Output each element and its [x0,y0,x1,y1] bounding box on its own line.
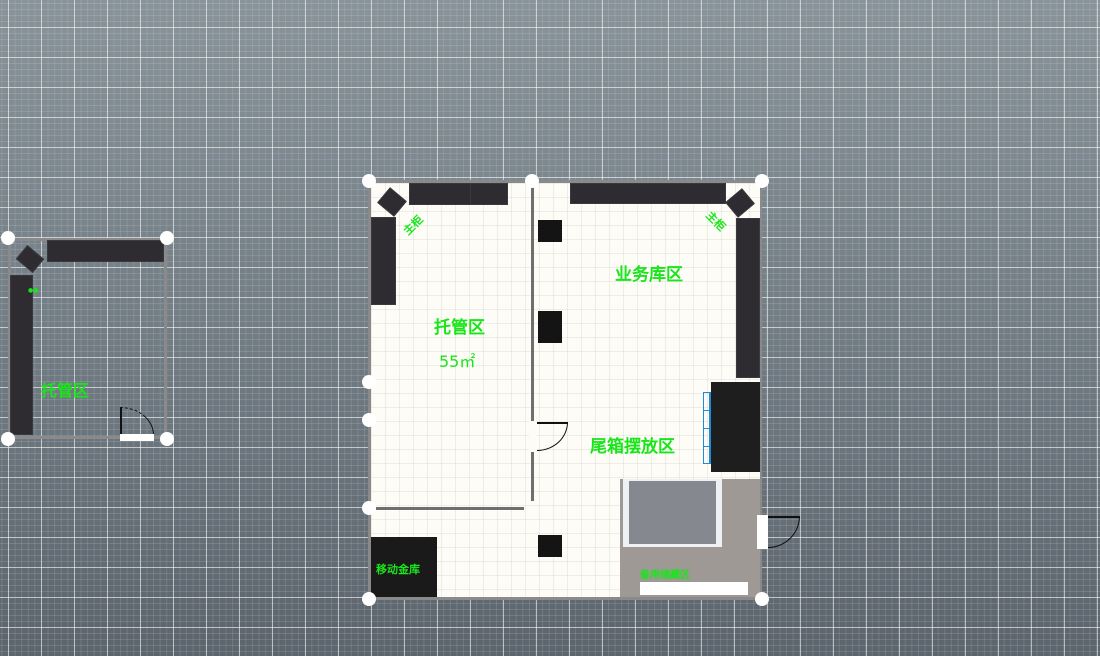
storage-area-label: 备用储藏区 [640,570,690,581]
main-room-floor [371,183,760,597]
custody-zone-label: 托管区 [434,318,485,338]
left-room-side-cabinets[interactable] [10,275,33,435]
exterior-door-frame [757,515,768,549]
business-vault-label: 业务库区 [615,265,683,285]
left-room-status-dots: ●● [28,287,39,294]
left-room-handle-tr[interactable] [160,231,174,245]
left-room-handle-br[interactable] [160,432,174,446]
mobile-vault-label: 移动金库 [376,563,420,576]
interior-door-leaf [537,422,568,424]
partition-wall-horizontal [376,507,524,510]
main-room-handle-left-1[interactable] [362,375,376,389]
left-room-door-sill [120,434,154,441]
mobile-vault[interactable] [371,537,437,597]
partition-wall-vertical-lower [531,451,534,501]
left-room-handle-tl[interactable] [1,231,15,245]
pillar-3 [538,535,562,557]
main-room-handle-tl[interactable] [362,174,376,188]
custody-top-cabinet-extra[interactable] [470,183,508,205]
custody-side-cabinets[interactable] [371,217,396,305]
pillar-2 [538,311,562,343]
partition-wall-vertical [531,186,534,422]
main-room-handle-bl[interactable] [362,592,376,606]
storage-white-bar [640,582,748,595]
main-room-handle-tr[interactable] [755,174,769,188]
left-room-door-leaf [120,407,122,435]
left-room-zone-label: 托管区 [41,381,90,400]
business-side-cabinets[interactable] [736,218,760,378]
pillar-1 [538,220,562,242]
storage-gray-box-inner [629,481,716,544]
interior-door-gap [529,421,537,452]
main-room-handle-left-3[interactable] [362,501,376,515]
tail-box-zone-label: 尾箱摆放区 [590,437,675,457]
business-top-cabinets[interactable] [570,183,726,204]
left-room-top-cabinets[interactable] [47,240,164,262]
exterior-door[interactable] [768,516,800,548]
main-room-handle-br[interactable] [755,592,769,606]
tail-box-rack[interactable] [711,382,760,472]
main-room-handle-left-2[interactable] [362,413,376,427]
tail-box-shelf-blue[interactable] [703,392,711,464]
left-room[interactable] [8,238,167,439]
main-room-handle-top-mid[interactable] [525,174,539,188]
left-room-handle-bl[interactable] [1,432,15,446]
custody-area-label: 55㎡ [439,352,476,371]
exterior-door-leaf [768,516,800,518]
